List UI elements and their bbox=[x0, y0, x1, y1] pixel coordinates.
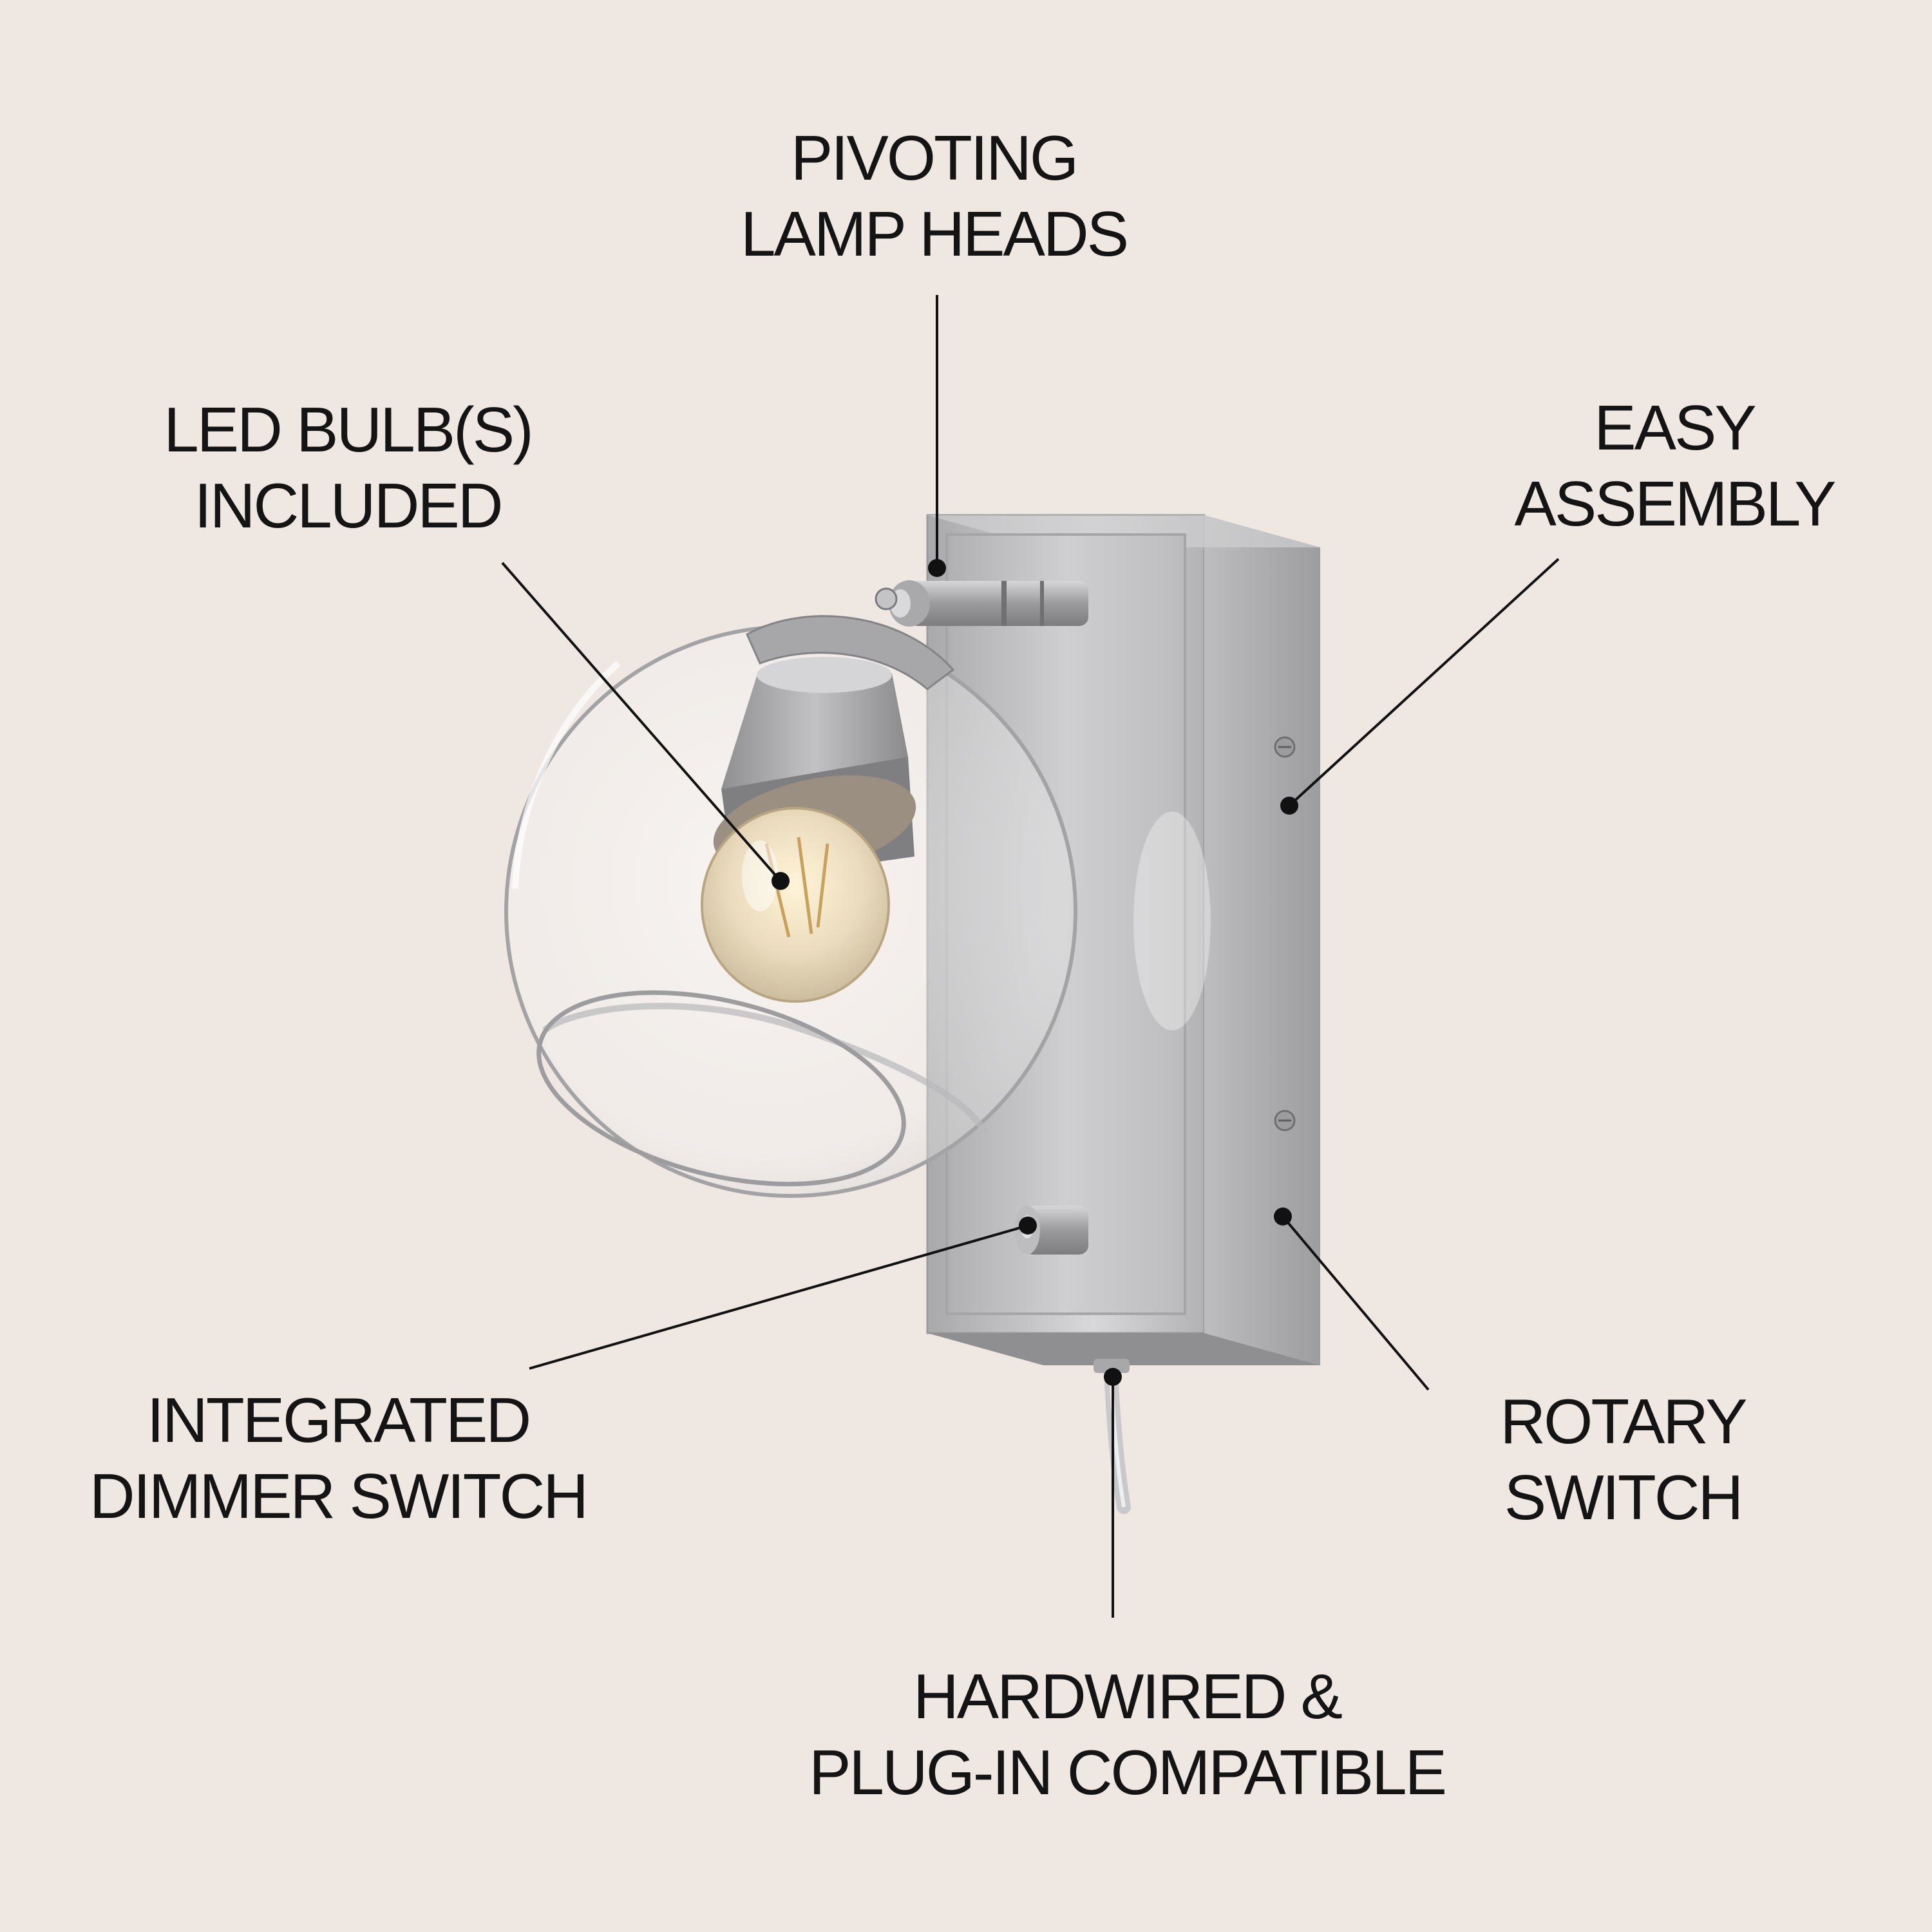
leader-led bbox=[501, 562, 782, 882]
callout-rotary-line1: ROTARY bbox=[1500, 1386, 1747, 1457]
callout-hardwired-line2: PLUG-IN COMPATIBLE bbox=[809, 1737, 1447, 1808]
callout-pivoting-line2: LAMP HEADS bbox=[741, 198, 1129, 269]
leader-lines bbox=[501, 295, 1560, 1618]
callout-rotary-line2: SWITCH bbox=[1504, 1462, 1744, 1533]
callout-rotary-switch: ROTARY SWITCH bbox=[1391, 1383, 1855, 1535]
callout-integrated-dimmer-switch: INTEGRATED DIMMER SWITCH bbox=[71, 1382, 605, 1534]
leader-rotary bbox=[1282, 1215, 1430, 1391]
callout-hardwired-plug-in: HARDWIRED & PLUG-IN COMPATIBLE bbox=[753, 1658, 1501, 1810]
dot-assembly bbox=[1280, 797, 1298, 815]
callout-pivoting-line1: PIVOTING bbox=[790, 122, 1079, 193]
pivot-arm bbox=[875, 580, 1088, 627]
dot-rotary bbox=[1274, 1208, 1292, 1226]
dot-led bbox=[772, 872, 790, 890]
dot-dimmer bbox=[1019, 1217, 1037, 1235]
dot-hardwired bbox=[1104, 1368, 1122, 1386]
callout-dimmer-line1: INTEGRATED bbox=[146, 1385, 531, 1455]
callout-led-line1: LED BULB(S) bbox=[164, 394, 534, 465]
callout-led-line2: INCLUDED bbox=[194, 470, 504, 541]
callout-easy-assembly: EASY ASSEMBLY bbox=[1443, 390, 1906, 542]
leader-assembly bbox=[1288, 558, 1560, 807]
callout-led-bulbs-included: LED BULB(S) INCLUDED bbox=[116, 392, 580, 544]
callout-pivoting-lamp-heads: PIVOTING LAMP HEADS bbox=[702, 120, 1166, 272]
leader-dimmer bbox=[529, 1224, 1028, 1370]
leader-dots bbox=[772, 559, 1298, 1386]
callout-hardwired-line1: HARDWIRED & bbox=[913, 1661, 1343, 1732]
callout-assembly-line2: ASSEMBLY bbox=[1514, 468, 1836, 539]
callout-assembly-line1: EASY bbox=[1594, 392, 1756, 463]
dot-pivoting bbox=[928, 559, 946, 577]
led-bulb bbox=[701, 807, 890, 1003]
globe-cap bbox=[746, 615, 955, 690]
callout-dimmer-line2: DIMMER SWITCH bbox=[89, 1461, 589, 1531]
